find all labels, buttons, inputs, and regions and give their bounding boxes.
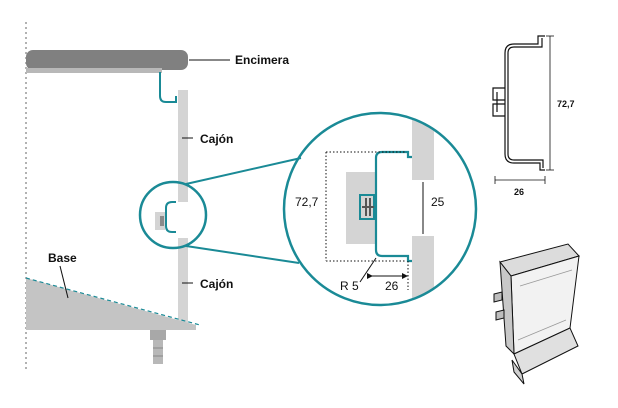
profile-3d-clip-top [493,291,503,303]
handle-profile-small [165,201,176,233]
profile-section-drawing: 72,7 26 [492,35,575,197]
magnified-detail: 72,7 25 26 R 5 [282,111,478,307]
countertop-underside [26,68,162,73]
profile-width-value: 26 [514,187,524,197]
label-base: Base [48,251,77,265]
countertop [26,50,188,70]
dim-radius-value: R 5 [340,279,359,293]
connector-line-top [185,157,302,185]
base-foot [150,330,166,340]
cabinet-section: Encimera Cajón Cajón Base [25,22,302,372]
profile-3d-clip-bottom [495,309,505,321]
label-encimera: Encimera [235,53,289,67]
base-dashed-line [25,277,201,326]
panel-lower [412,236,434,305]
base-body [26,278,196,330]
base-foot-screw [153,340,163,364]
dim-depth-value: 26 [385,279,399,293]
drawer-front-top [178,90,188,202]
panel-upper [412,113,434,180]
profile-height-value: 72,7 [557,99,575,109]
profile-section-outline [504,35,545,171]
profile-3d-foot [511,359,525,385]
base-leader [59,265,69,299]
detail-circle-small [138,180,208,250]
handle-profile-detail [374,150,412,263]
profile-3d-view [493,243,580,385]
connector-line-bottom [185,245,300,264]
profile-section-inner [507,38,544,168]
rail-clip-small [160,216,164,226]
label-cajon-top: Cajón [200,132,233,146]
profile-3d-bottom-lip [513,327,579,375]
detail-circle-large [282,111,478,307]
label-cajon-bottom: Cajón [200,277,233,291]
drawer-front-bottom [178,238,188,330]
dim-radius-leader [359,257,377,283]
dim-gap-value: 25 [431,195,445,209]
profile-section-clip [492,87,505,117]
dim-height-value: 72,7 [295,195,319,209]
handle-profile-top [159,72,177,103]
rail-t-detail [362,198,374,216]
